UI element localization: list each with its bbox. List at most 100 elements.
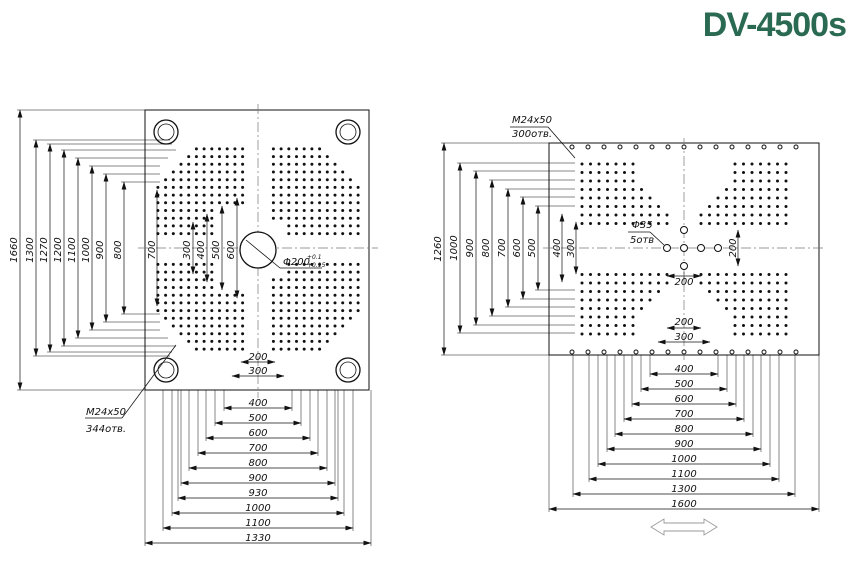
tapped-hole [302,332,306,336]
tapped-hole [218,147,221,151]
tapped-hole [194,339,198,343]
tapped-hole [325,201,329,205]
tapped-hole [356,224,360,228]
dim-700: 700 [147,240,158,259]
tapped-hole [606,188,609,191]
tapped-hole [708,290,711,293]
tapped-hole [776,222,779,225]
right-dim-400: 400 [674,364,693,375]
tapped-hole [164,193,168,197]
tapped-hole [325,316,329,320]
tapped-hole [767,162,771,166]
dim-200: 200 [248,352,267,363]
tapped-hole [356,232,360,236]
tapped-hole [325,332,329,336]
tapped-hole [225,162,229,166]
tapped-hole [742,281,745,285]
tapped-hole [171,201,175,205]
tapped-hole [725,188,728,191]
tapped-hole [742,324,745,327]
tapped-hole [295,185,298,189]
tapped-hole [171,301,175,305]
tapped-hole [606,179,609,183]
tapped-hole [287,324,291,328]
tapped-hole [279,316,283,320]
tapped-hole [225,309,229,313]
tapped-hole [333,332,337,336]
tapped-hole [164,309,168,313]
tapped-hole [750,324,754,327]
tapped-hole [171,286,175,289]
tapped-hole [631,213,635,217]
tapped-hole [194,162,198,166]
tapped-hole [310,324,314,328]
tapped-hole [333,178,337,182]
tapped-hole [194,209,198,212]
tapped-hole [759,273,762,276]
dim-800-r: 800 [481,238,492,257]
tapped-hole [325,262,329,266]
tapped-hole [648,290,652,293]
right-thread-count: 300отв. [512,129,552,140]
center-hole-leader [245,239,281,269]
tapped-hole [241,201,245,205]
tapped-hole [295,278,298,282]
tapped-hole [202,286,206,289]
tapped-hole [241,301,245,305]
tapped-hole [295,162,298,166]
tapped-hole [295,347,298,351]
tapped-hole [225,301,229,305]
tapped-hole [606,332,609,336]
tapped-hole [279,332,283,336]
tapped-hole [640,281,643,285]
tapped-hole [333,193,337,197]
tapped-hole [767,307,771,310]
tapped-hole [356,278,360,282]
tapped-hole [589,332,592,336]
tapped-hole [333,262,337,266]
tapped-hole [333,209,337,212]
tapped-hole [725,298,728,302]
tapped-hole [640,205,643,208]
tapped-hole [194,216,198,220]
tapped-hole [187,286,191,289]
tapped-hole [750,298,754,302]
tapped-hole [341,170,345,174]
tapped-hole [271,209,275,212]
tapped-hole [716,196,720,200]
tapped-hole [725,205,728,208]
tapped-hole [776,213,779,217]
dim-300-hr: 300 [674,332,693,343]
tapped-hole [287,270,291,274]
tapped-hole [187,201,191,205]
tapped-hole [597,324,601,327]
tapped-hole [784,281,788,285]
tapped-hole [333,170,337,174]
tapped-hole [325,270,329,274]
left-dim-900: 900 [248,473,267,484]
tapped-hole [302,347,306,351]
dim-400-r: 400 [552,238,563,257]
right-dim-1100: 1100 [671,469,696,480]
tapped-hole [271,324,275,328]
tapped-hole [287,185,291,189]
small-hole-right [697,244,705,252]
dim-900: 900 [95,240,106,259]
tapped-hole [202,155,206,159]
tapped-hole [623,162,626,166]
tapped-hole [759,281,762,285]
tapped-hole [287,170,291,174]
tapped-hole [202,324,206,328]
tapped-hole [279,201,283,205]
left-vertical-dimensions: 1660 1300 1270 1200 1100 1000 90 [9,109,176,391]
tapped-hole [606,307,609,310]
tapped-hole [225,347,229,351]
tapped-hole [218,339,221,343]
tapped-hole [225,339,229,343]
tapped-hole [271,293,275,297]
tapped-hole [623,332,626,336]
tapped-hole [750,273,754,276]
tapped-hole [648,213,652,217]
tapped-hole [179,224,183,228]
